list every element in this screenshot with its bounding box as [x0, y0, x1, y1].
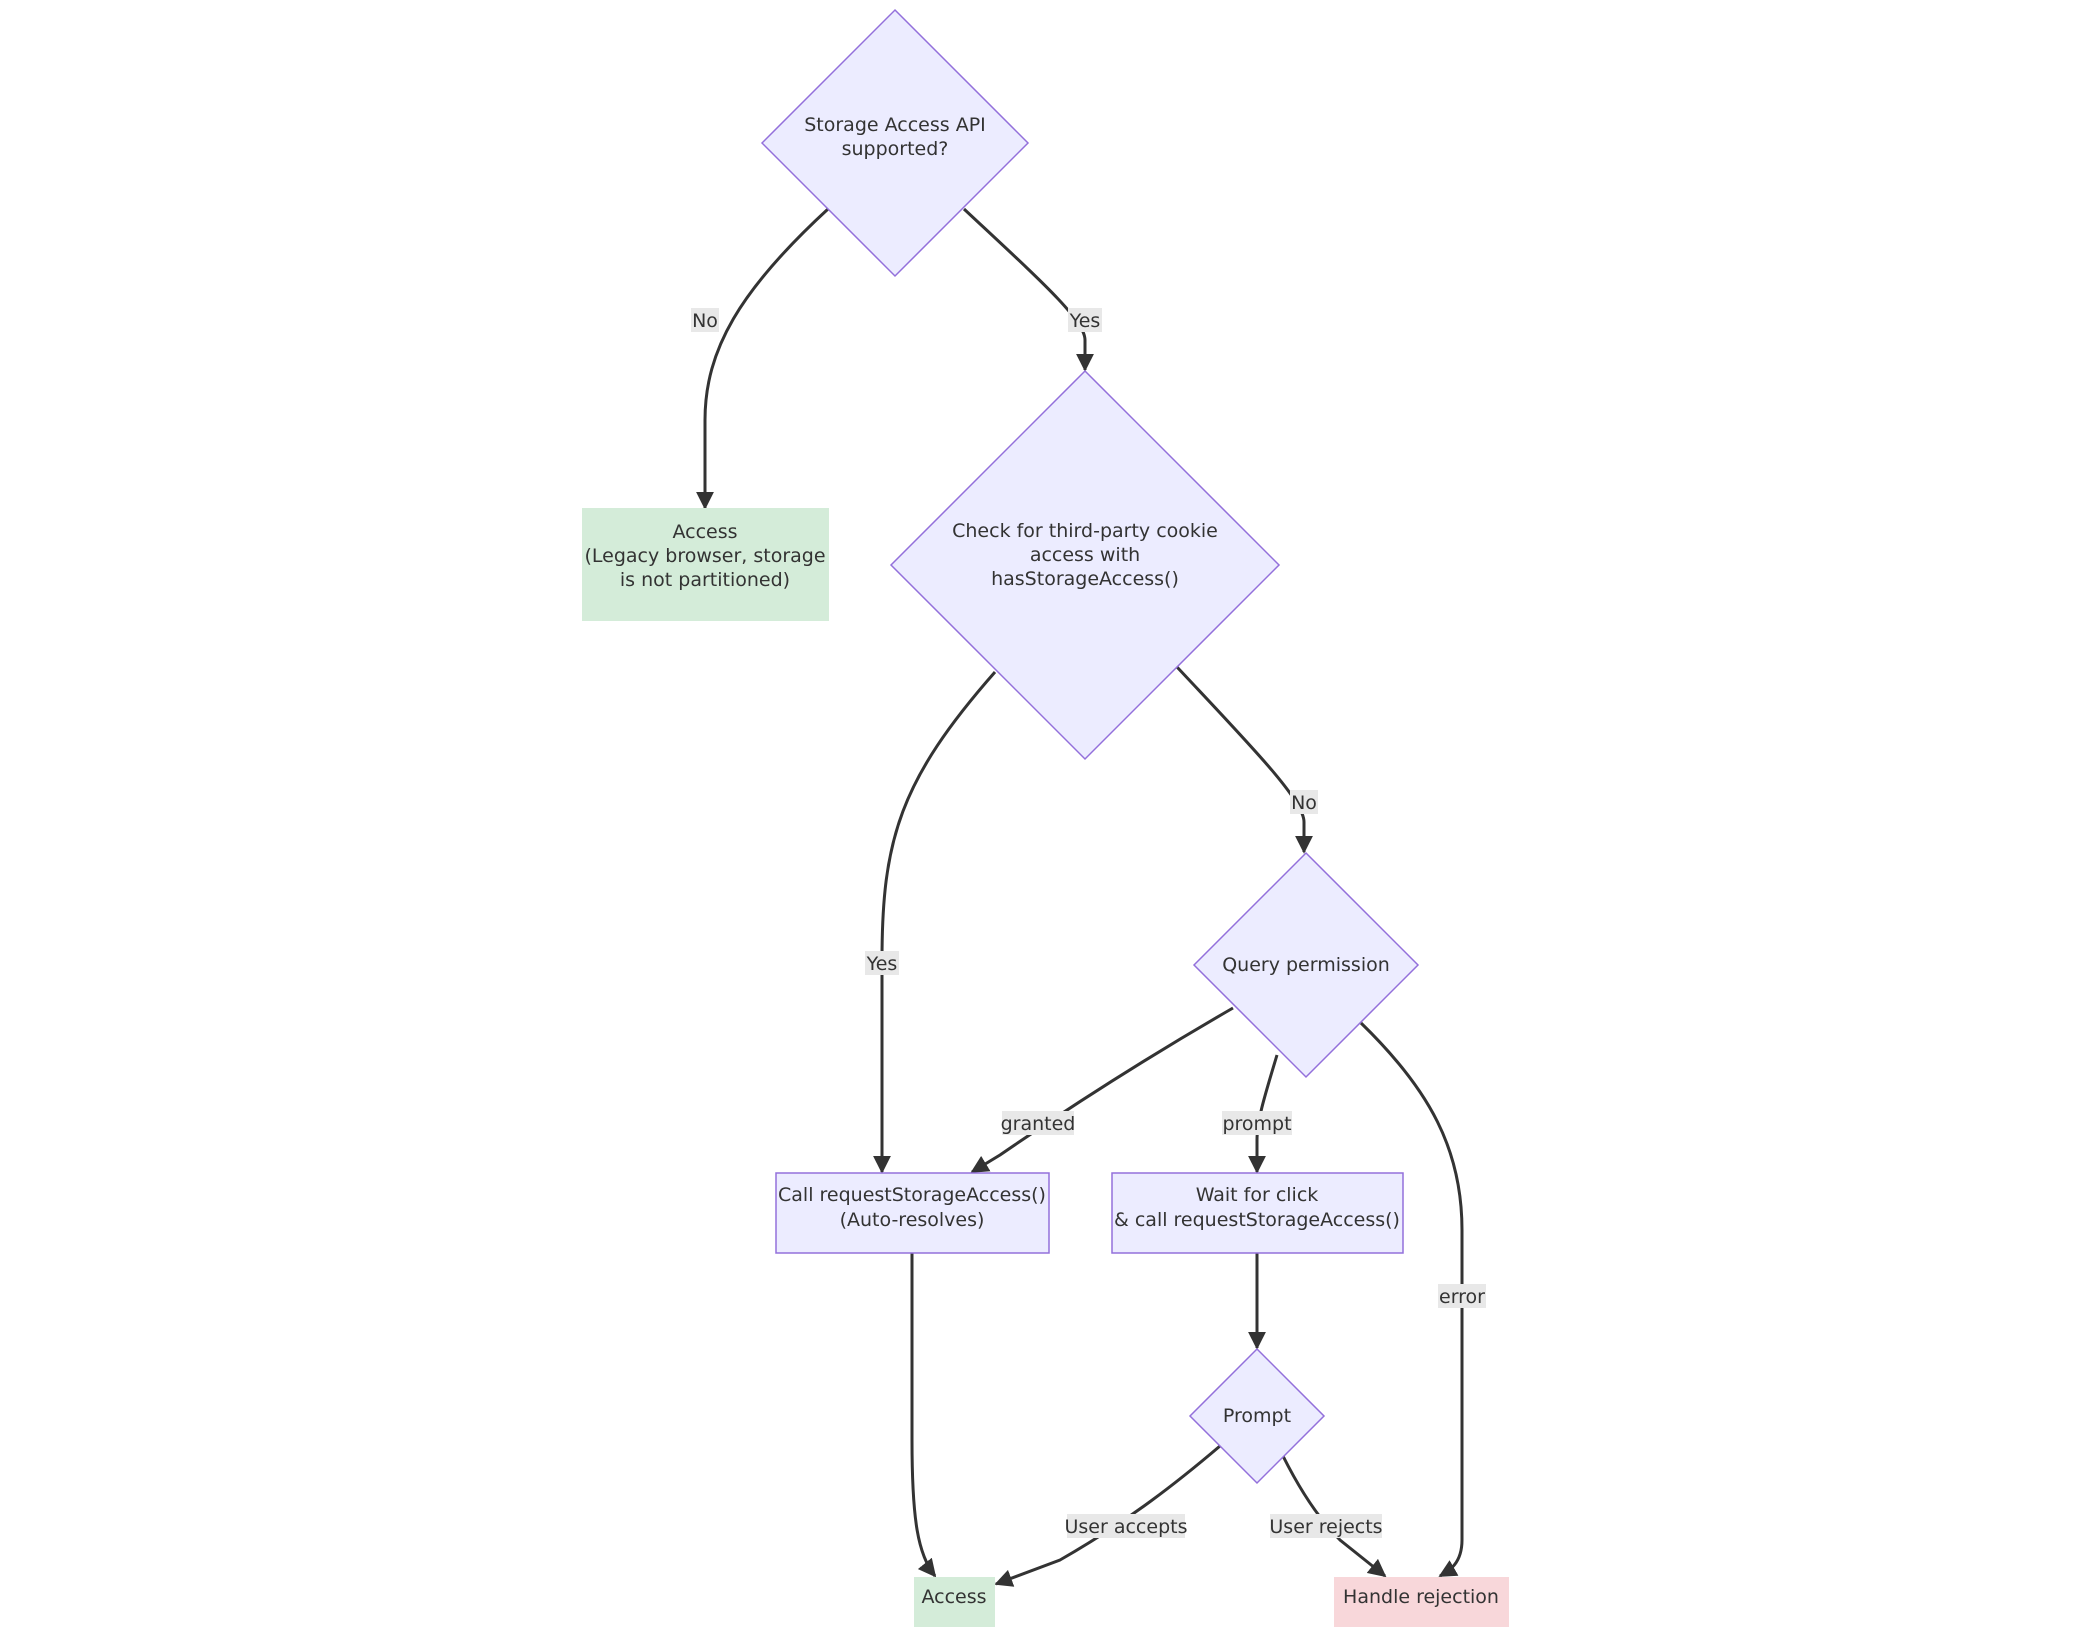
edge-label-text: No — [692, 310, 718, 332]
edge-label-text: Yes — [866, 953, 898, 975]
edge-label-text: error — [1439, 1286, 1485, 1308]
edge-labels: No Yes Yes No granted prompt error User — [691, 308, 1486, 1538]
edge-check-yes — [873, 671, 997, 1174]
edge-user-rejects — [1281, 1455, 1387, 1578]
edge-prompt — [1248, 1054, 1279, 1174]
node-label: Storage Access API — [804, 114, 986, 136]
edge-label-supported-no: No — [691, 308, 719, 332]
edge-supported-yes — [962, 207, 1094, 372]
edge-label-check-yes: Yes — [865, 951, 899, 975]
edge-label-text: User accepts — [1065, 1516, 1188, 1538]
node-label: Query permission — [1222, 954, 1390, 976]
edge-label-text: Yes — [1069, 310, 1101, 332]
edge-label-granted: granted — [1001, 1111, 1076, 1135]
node-label: (Auto-resolves) — [840, 1209, 985, 1231]
edge-user-accepts — [994, 1444, 1221, 1587]
node-label: Prompt — [1223, 1405, 1291, 1427]
edge-granted — [970, 1006, 1234, 1174]
node-label: Check for third-party cookie — [952, 520, 1218, 542]
edge-label-text: User rejects — [1269, 1516, 1382, 1538]
edge-label-text: granted — [1001, 1113, 1076, 1135]
process-wait-for-click: Wait for click & call requestStorageAcce… — [1111, 1172, 1404, 1254]
node-label: is not partitioned) — [620, 569, 790, 591]
decision-storage-access-supported: Storage Access API supported? — [760, 8, 1030, 278]
edge-label-text: No — [1291, 792, 1317, 814]
decision-query-permission: Query permission — [1192, 851, 1420, 1079]
node-label: & call requestStorageAccess() — [1114, 1209, 1400, 1231]
nodes: Storage Access API supported? Access (Le… — [582, 8, 1509, 1627]
edge-label-user-accepts: User accepts — [1065, 1514, 1188, 1538]
node-label: Access — [921, 1586, 986, 1608]
decision-check-cookie-access: Check for third-party cookie access with… — [889, 369, 1281, 761]
edge-label-prompt: prompt — [1222, 1111, 1292, 1135]
edges — [696, 207, 1464, 1587]
edge-label-error: error — [1438, 1284, 1486, 1308]
edge-call-access — [910, 1253, 937, 1578]
process-call-request-storage-access: Call requestStorageAccess() (Auto-resolv… — [775, 1172, 1050, 1254]
terminal-handle-rejection: Handle rejection — [1334, 1577, 1509, 1627]
edge-error — [1359, 1021, 1464, 1578]
node-label: Access — [672, 521, 737, 543]
node-label: supported? — [842, 138, 949, 160]
decision-prompt: Prompt — [1188, 1347, 1326, 1485]
edge-supported-no — [696, 207, 830, 510]
terminal-access-legacy: Access (Legacy browser, storage is not p… — [582, 508, 829, 621]
edge-check-no — [1175, 665, 1313, 854]
edge-label-user-rejects: User rejects — [1269, 1514, 1383, 1538]
node-label: Call requestStorageAccess() — [778, 1184, 1046, 1206]
edge-label-text: prompt — [1222, 1113, 1291, 1135]
node-label: (Legacy browser, storage — [584, 545, 825, 567]
node-label: hasStorageAccess() — [991, 568, 1179, 590]
node-label: Wait for click — [1196, 1184, 1319, 1206]
terminal-access: Access — [914, 1577, 995, 1627]
edge-label-check-no: No — [1290, 790, 1318, 814]
edge-label-supported-yes: Yes — [1068, 308, 1102, 332]
node-label: Handle rejection — [1343, 1586, 1499, 1608]
node-label: access with — [1030, 544, 1140, 566]
